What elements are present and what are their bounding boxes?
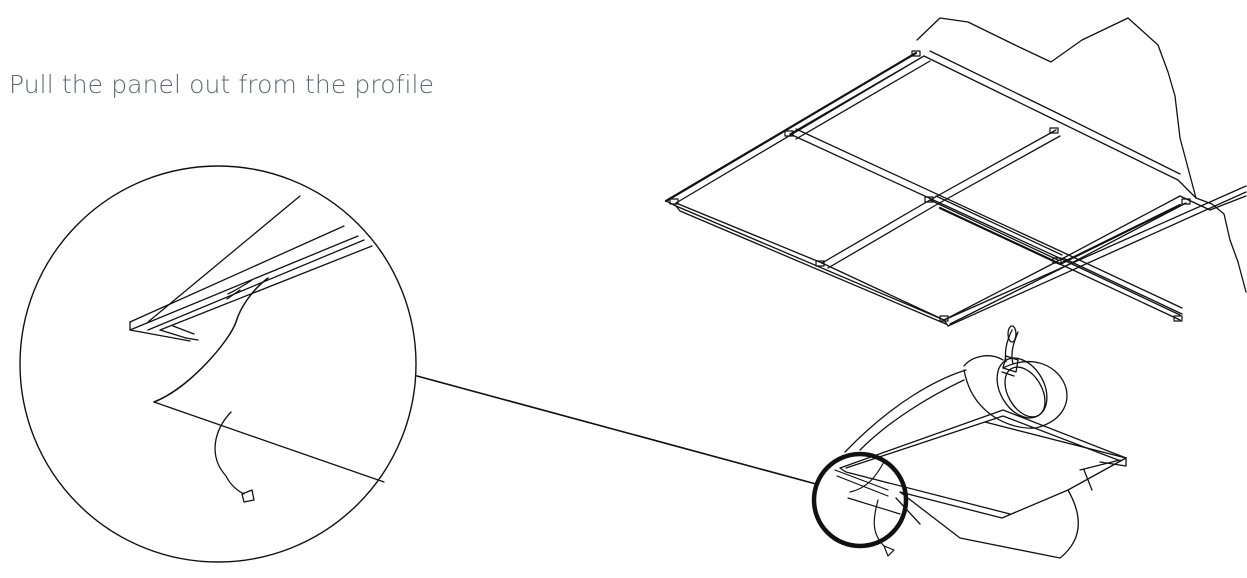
instruction-caption: Pull the panel out from the profile [9, 70, 435, 99]
magnified-ring [20, 166, 416, 562]
suspension-hook [1002, 326, 1018, 376]
zoom-callout [417, 376, 906, 556]
leader-line [417, 376, 816, 484]
panel-peel-edge [154, 278, 268, 402]
canopy-unit [840, 349, 1126, 558]
ceiling-torn-edge [917, 18, 1246, 292]
zoom-target-ring [814, 454, 906, 546]
pull-cord [215, 412, 244, 494]
grid-front-edge [666, 53, 916, 201]
ceiling-grid [666, 18, 1246, 326]
magnified-detail [20, 166, 416, 562]
pull-tab [242, 490, 254, 502]
